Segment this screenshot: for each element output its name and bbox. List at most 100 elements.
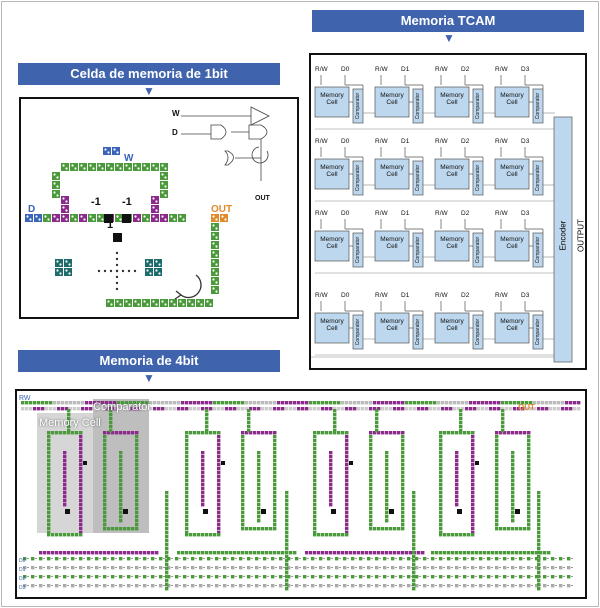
tcam-data-label: D0 bbox=[341, 138, 350, 145]
four-bit-out-label: OUT bbox=[518, 403, 535, 412]
green-block bbox=[70, 163, 78, 171]
green-block bbox=[160, 181, 168, 189]
bus-block bbox=[178, 214, 186, 222]
green-block bbox=[115, 163, 123, 171]
cell-grid bbox=[25, 147, 228, 307]
tcam-comparator-label: Comparator bbox=[415, 318, 421, 346]
tcam-comparator bbox=[352, 160, 364, 196]
tcam-comparator bbox=[472, 160, 484, 196]
tcam-data-label: D1 bbox=[401, 138, 410, 145]
green-block bbox=[160, 172, 168, 180]
cell-banner-text: Celda de memoria de 1bit bbox=[70, 66, 228, 81]
green-block bbox=[97, 163, 105, 171]
tcam-comparator-label: Comparator bbox=[535, 236, 541, 264]
neg-one-b: -1 bbox=[122, 196, 132, 208]
tcam-comparator-label: Comparator bbox=[355, 236, 361, 264]
tcam-data-label: D0 bbox=[341, 210, 350, 217]
green-block bbox=[124, 163, 132, 171]
tcam-rw-label: R/W bbox=[375, 292, 388, 299]
tcam-comparator bbox=[532, 232, 544, 268]
memory-cell-region-label: Memory Cell bbox=[39, 417, 101, 429]
teal-block bbox=[64, 259, 72, 267]
tcam-memory-cell-label: Memory Cell bbox=[380, 164, 404, 178]
purple-block bbox=[61, 214, 69, 222]
green-block bbox=[52, 190, 60, 198]
teal-block bbox=[64, 268, 72, 276]
tcam-memory-cell-label: Memory Cell bbox=[440, 236, 464, 250]
green-block bbox=[187, 299, 195, 307]
green-block bbox=[205, 299, 213, 307]
purple-block bbox=[61, 205, 69, 213]
cell-w-label: W bbox=[124, 153, 134, 164]
neg-one-a: -1 bbox=[91, 196, 101, 208]
tcam-data-label: D0 bbox=[341, 66, 350, 73]
gate-d-label: D bbox=[172, 128, 178, 137]
green-block bbox=[169, 299, 177, 307]
tcam-rw-label: R/W bbox=[315, 210, 328, 217]
bus-block bbox=[160, 214, 168, 222]
tcam-banner: Memoria TCAM bbox=[312, 10, 584, 32]
tcam-memory-cell-label: Memory Cell bbox=[500, 318, 524, 332]
tcam-rw-label: R/W bbox=[435, 66, 448, 73]
cell-panel: W D OUT W D OUT -1 -1 1 bbox=[19, 97, 299, 319]
tcam-comparator bbox=[352, 88, 364, 124]
tcam-data-label: D2 bbox=[461, 292, 470, 299]
tcam-memory-cell-label: Memory Cell bbox=[320, 164, 344, 178]
four-bit-row-label: D1 bbox=[19, 567, 26, 573]
tcam-memory-cell-label: Memory Cell bbox=[500, 164, 524, 178]
tcam-memory-cell bbox=[494, 312, 530, 344]
tcam-rw-label: R/W bbox=[315, 66, 328, 73]
tcam-comparator-label: Comparator bbox=[475, 318, 481, 346]
four-bit-banner: Memoria de 4bit bbox=[18, 350, 280, 372]
tcam-rw-label: R/W bbox=[375, 210, 388, 217]
green-block bbox=[151, 163, 159, 171]
four-bit-arrow: ▼ bbox=[143, 371, 155, 385]
tcam-arrow: ▼ bbox=[443, 31, 455, 45]
tcam-memory-cell-label: Memory Cell bbox=[380, 92, 404, 106]
tcam-data-label: D0 bbox=[341, 292, 350, 299]
tcam-data-label: D2 bbox=[461, 138, 470, 145]
orange-block bbox=[211, 214, 219, 222]
tcam-rw-label: R/W bbox=[315, 292, 328, 299]
purple-block bbox=[151, 196, 159, 204]
purple-block bbox=[61, 196, 69, 204]
tcam-memory-cell-label: Memory Cell bbox=[500, 92, 524, 106]
tcam-comparator bbox=[412, 314, 424, 350]
tcam-rw-label: R/W bbox=[495, 210, 508, 217]
orange-block bbox=[220, 214, 228, 222]
green-block bbox=[178, 299, 186, 307]
tcam-data-label: D3 bbox=[521, 138, 530, 145]
tcam-comparator-label: Comparator bbox=[415, 164, 421, 192]
tcam-data-label: D2 bbox=[461, 210, 470, 217]
purple-block bbox=[151, 205, 159, 213]
green-block bbox=[196, 299, 204, 307]
green-block bbox=[106, 163, 114, 171]
tcam-comparator bbox=[472, 314, 484, 350]
green-block bbox=[52, 181, 60, 189]
bus-block bbox=[88, 214, 96, 222]
tcam-comparator bbox=[412, 232, 424, 268]
tcam-memory-cell bbox=[374, 158, 410, 190]
tcam-comparator-label: Comparator bbox=[535, 318, 541, 346]
green-block bbox=[211, 250, 219, 258]
cell-svg bbox=[25, 106, 270, 307]
cell-arrow: ▼ bbox=[143, 84, 155, 98]
tcam-memory-cell bbox=[434, 86, 470, 118]
tcam-comparator bbox=[532, 88, 544, 124]
tcam-comparator-label: Comparator bbox=[475, 164, 481, 192]
tcam-comparator bbox=[352, 314, 364, 350]
tcam-banner-text: Memoria TCAM bbox=[400, 13, 496, 28]
tcam-comparator bbox=[532, 314, 544, 350]
blue-block bbox=[25, 214, 33, 222]
tcam-comparator-label: Comparator bbox=[415, 236, 421, 264]
green-block bbox=[211, 286, 219, 294]
tcam-memory-cell-label: Memory Cell bbox=[440, 92, 464, 106]
green-block bbox=[124, 299, 132, 307]
bus-block bbox=[115, 214, 123, 222]
tcam-comparator bbox=[412, 88, 424, 124]
gate-out-label: OUT bbox=[255, 195, 270, 202]
